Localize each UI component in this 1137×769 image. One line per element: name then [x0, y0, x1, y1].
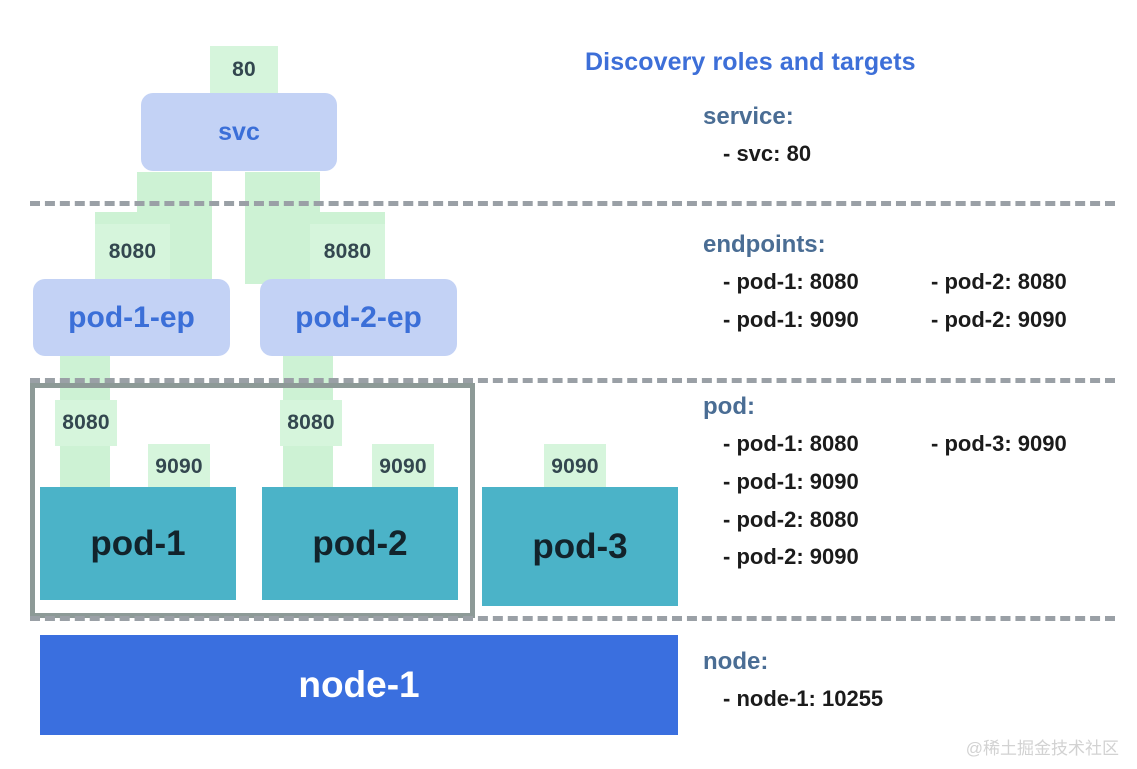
- legend-item: - pod-1: 9090: [723, 306, 859, 332]
- legend-item: - node-1: 10255: [723, 686, 884, 711]
- port-tab-pod2-8080: 8080: [280, 400, 342, 446]
- pod-box-pod-1[interactable]: pod-1: [40, 487, 236, 600]
- legend-item: - pod-2: 9090: [931, 306, 1067, 332]
- legend-item: - pod-3: 9090: [931, 431, 1067, 456]
- watermark: @稀土掘金技术社区: [965, 739, 1119, 758]
- legend-title: Discovery roles and targets: [585, 48, 916, 76]
- port-tab-ep1-8080: 8080: [95, 224, 170, 280]
- legend-head-node: node:: [703, 648, 769, 675]
- port-tab-pod1-8080: 8080: [55, 400, 117, 446]
- node-box-node-1[interactable]: node-1: [40, 635, 678, 735]
- port-tab-pod2-9090: 9090: [372, 444, 434, 490]
- pod-group-rectangle: [30, 383, 475, 618]
- legend-section-node: node: - node-1: 10255: [703, 648, 909, 718]
- endpoint-box-pod-2-ep[interactable]: pod-2-ep: [260, 279, 457, 356]
- port-tab-pod1-9090: 9090: [148, 444, 210, 490]
- divider-endpoints-pod: [30, 378, 1115, 383]
- legend-head-service: service:: [703, 103, 794, 130]
- legend-section-pod: pod: - pod-1: 8080 - pod-1: 9090 - pod-2…: [703, 393, 1117, 576]
- divider-service-endpoints: [30, 201, 1115, 206]
- legend-section-service: service: - svc: 80: [703, 103, 909, 173]
- legend-head-endpoints: endpoints:: [703, 231, 826, 258]
- port-tab-pod3-9090: 9090: [544, 444, 606, 490]
- legend-section-endpoints: endpoints: - pod-1: 8080 - pod-1: 9090 -…: [703, 231, 1117, 339]
- legend-item: - pod-1: 8080: [723, 269, 859, 294]
- legend-item: - pod-1: 9090: [723, 468, 859, 494]
- service-box-svc[interactable]: svc: [141, 93, 337, 171]
- legend-head-pod: pod:: [703, 393, 755, 420]
- legend-item: - pod-2: 8080: [723, 506, 859, 532]
- legend-item: - pod-1: 8080: [723, 431, 859, 456]
- port-tab-ep2-8080: 8080: [310, 224, 385, 280]
- legend-item: - pod-2: 8080: [931, 269, 1067, 294]
- divider-pod-node: [30, 616, 1115, 621]
- pod-box-pod-2[interactable]: pod-2: [262, 487, 458, 600]
- legend-item: - pod-2: 9090: [723, 544, 859, 570]
- legend-item: - svc: 80: [723, 141, 812, 166]
- endpoint-box-pod-1-ep[interactable]: pod-1-ep: [33, 279, 230, 356]
- port-tab-svc-80: 80: [210, 46, 278, 94]
- legend-panel: Discovery roles and targets service: - s…: [585, 48, 1137, 711]
- pod-box-pod-3[interactable]: pod-3: [482, 487, 678, 606]
